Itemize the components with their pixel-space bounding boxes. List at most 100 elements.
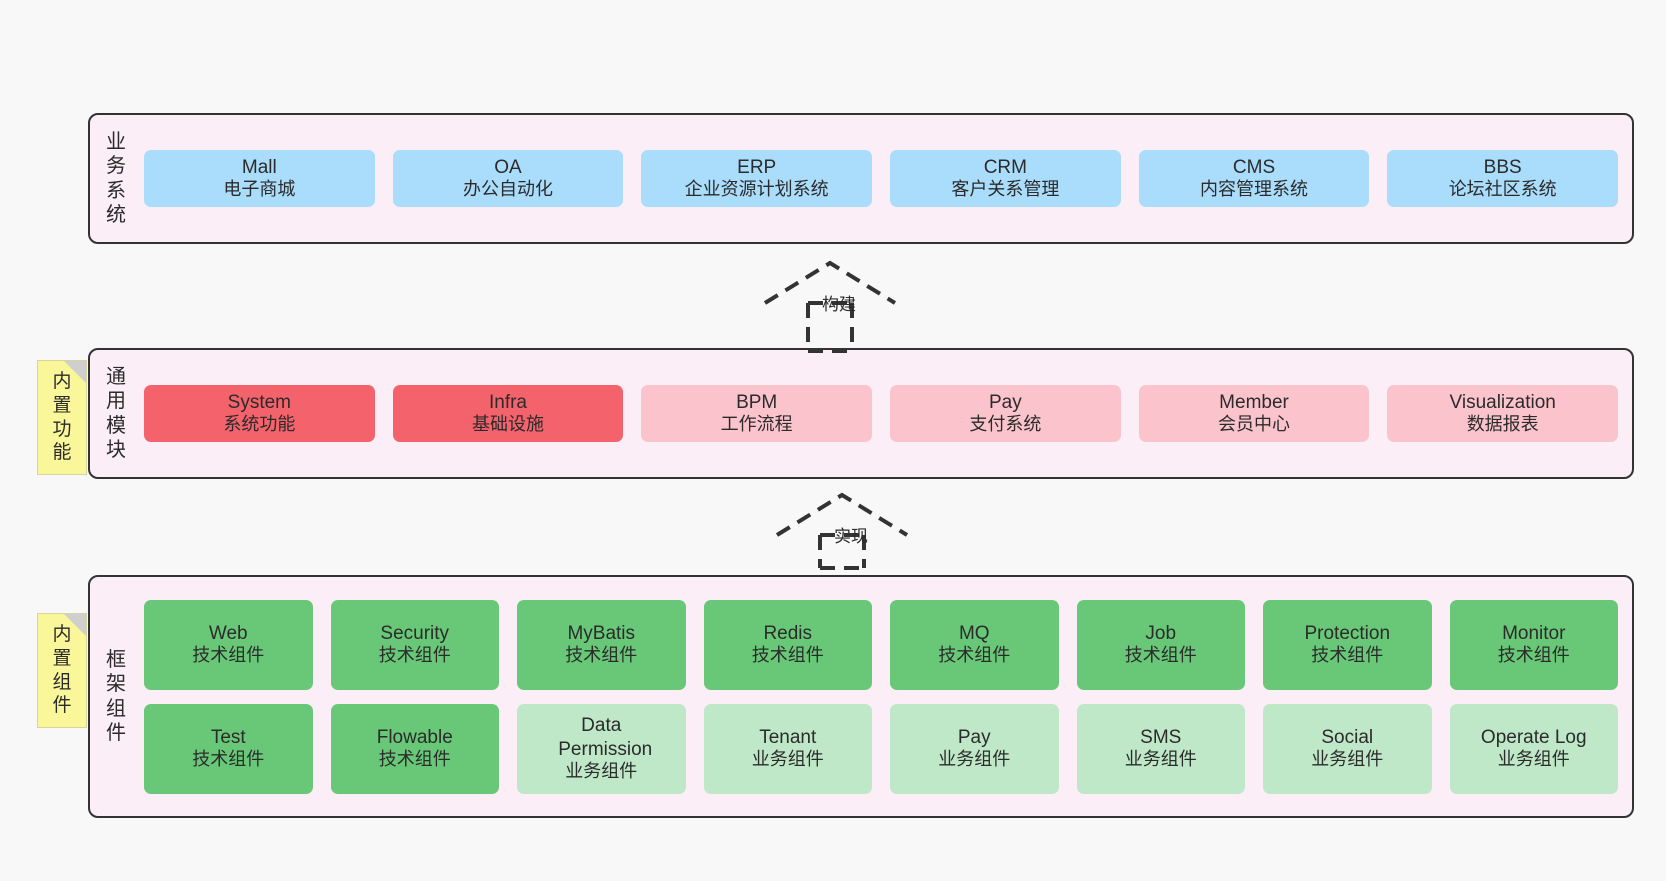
node-redis[interactable]: Redis 技术组件 [703,599,872,690]
layer-body-business-system: Mall 电子商城 OA 办公自动化 ERP 企业资源计划系统 CRM 客户关系… [142,115,1632,242]
note-char: 能 [52,442,72,464]
note-char: 置 [52,394,72,416]
connector-build-label: 构建 [822,295,856,314]
node-name: Tenant [759,726,817,748]
connector-build: 构建 [760,258,960,353]
node-sms[interactable]: SMS 业务组件 [1076,703,1245,794]
layer-body-common-modules: System 系统功能 Infra 基础设施 BPM 工作流程 Pay 支付系统… [142,350,1632,477]
node-name: SMS [1140,726,1182,748]
layer-title-char: 模 [106,414,126,437]
node-desc: 论坛社区系统 [1448,179,1557,200]
node-name: OA [494,156,522,178]
node-desc: 内容管理系统 [1200,179,1309,200]
node-name: CRM [983,156,1027,178]
node-job[interactable]: Job 技术组件 [1076,599,1245,690]
node-desc: 技术组件 [378,749,451,770]
node-desc: 技术组件 [1497,645,1570,666]
node-desc: 办公自动化 [463,179,553,200]
node-name: BBS [1483,156,1522,178]
node-name: MyBatis [567,622,636,644]
node-name: Pay [957,726,991,748]
node-desc: 客户关系管理 [951,179,1060,200]
node-mall[interactable]: Mall 电子商城 [144,149,375,208]
note-fold-corner-icon [64,614,86,636]
node-desc: 业务组件 [1124,749,1197,770]
layer-title-common-modules: 通 用 模 块 [90,350,142,477]
node-name: Protection [1304,622,1391,644]
node-name: Data Permission [558,715,653,760]
layer-title-business-system: 业 务 系 统 [90,115,142,242]
layer-business-system: 业 务 系 统 Mall 电子商城 OA 办公自动化 ERP 企业资源计划系统 [88,113,1634,244]
note-char: 功 [52,418,72,440]
node-desc: 技术组件 [1311,645,1384,666]
node-data-permission[interactable]: Data Permission 业务组件 [517,703,686,794]
connector-implement-label: 实现 [834,527,868,546]
connector-build-arrow [763,260,897,353]
layer-title-char: 业 [106,130,126,153]
node-name: Infra [488,391,528,413]
node-protection[interactable]: Protection 技术组件 [1263,599,1432,690]
node-row: System 系统功能 Infra 基础设施 BPM 工作流程 Pay 支付系统… [144,384,1619,443]
node-cms[interactable]: CMS 内容管理系统 [1138,149,1370,208]
node-mq[interactable]: MQ 技术组件 [890,599,1059,690]
note-builtin-components: 内 置 组 件 [37,613,87,728]
node-social[interactable]: Social 业务组件 [1263,703,1432,794]
node-name: CMS [1232,156,1276,178]
layer-title-char: 件 [106,721,126,744]
node-desc: 技术组件 [751,645,824,666]
node-name: Flowable [376,726,453,748]
node-bpm[interactable]: BPM 工作流程 [641,384,873,443]
node-bbs[interactable]: BBS 论坛社区系统 [1387,149,1619,208]
node-name: Member [1219,391,1289,413]
node-name: Job [1145,622,1177,644]
node-mybatis[interactable]: MyBatis 技术组件 [517,599,686,690]
layer-title-char: 组 [106,697,126,720]
node-desc: 技术组件 [192,645,265,666]
node-name: Test [210,726,246,748]
node-oa[interactable]: OA 办公自动化 [392,149,624,208]
node-visualization[interactable]: Visualization 数据报表 [1387,384,1619,443]
connector-implement-arrow [775,492,909,570]
node-pay-business[interactable]: Pay 业务组件 [890,703,1059,794]
node-pay[interactable]: Pay 支付系统 [890,384,1121,443]
node-name: Visualization [1449,391,1556,413]
node-desc: 支付系统 [969,414,1042,435]
node-desc: 业务组件 [938,749,1011,770]
connector-implement: 实现 [772,490,972,570]
node-desc: 系统功能 [223,414,296,435]
node-system[interactable]: System 系统功能 [144,384,375,443]
node-monitor[interactable]: Monitor 技术组件 [1449,599,1618,690]
layer-body-framework-components: Web 技术组件 Security 技术组件 MyBatis 技术组件 Redi… [142,577,1632,816]
node-flowable[interactable]: Flowable 技术组件 [330,703,499,794]
node-test[interactable]: Test 技术组件 [144,703,313,794]
layer-title-char: 通 [106,365,126,388]
node-name: System [227,391,292,413]
node-desc: 基础设施 [472,414,544,435]
node-desc: 技术组件 [938,645,1011,666]
node-desc: 数据报表 [1466,414,1539,435]
node-web[interactable]: Web 技术组件 [144,599,313,690]
node-desc: 电子商城 [223,179,296,200]
node-desc: 技术组件 [1124,645,1197,666]
node-erp[interactable]: ERP 企业资源计划系统 [641,149,873,208]
node-tenant[interactable]: Tenant 业务组件 [703,703,872,794]
node-name: Web [208,622,248,644]
node-member[interactable]: Member 会员中心 [1138,384,1370,443]
node-name: BPM [736,391,778,413]
node-name: ERP [737,156,777,178]
layer-title-char: 架 [106,673,126,696]
note-char: 件 [52,695,72,717]
layer-title-char: 用 [106,390,126,413]
node-row: Web 技术组件 Security 技术组件 MyBatis 技术组件 Redi… [144,599,1618,690]
node-name: Mall [241,156,277,178]
node-desc: 技术组件 [192,749,265,770]
note-char: 组 [52,671,72,693]
node-operate-log[interactable]: Operate Log 业务组件 [1449,703,1618,794]
node-crm[interactable]: CRM 客户关系管理 [890,149,1121,208]
node-security[interactable]: Security 技术组件 [330,599,499,690]
layer-title-char: 务 [106,155,126,178]
layer-title-char: 框 [106,648,126,671]
node-desc: 技术组件 [565,645,638,666]
node-infra[interactable]: Infra 基础设施 [392,384,624,443]
